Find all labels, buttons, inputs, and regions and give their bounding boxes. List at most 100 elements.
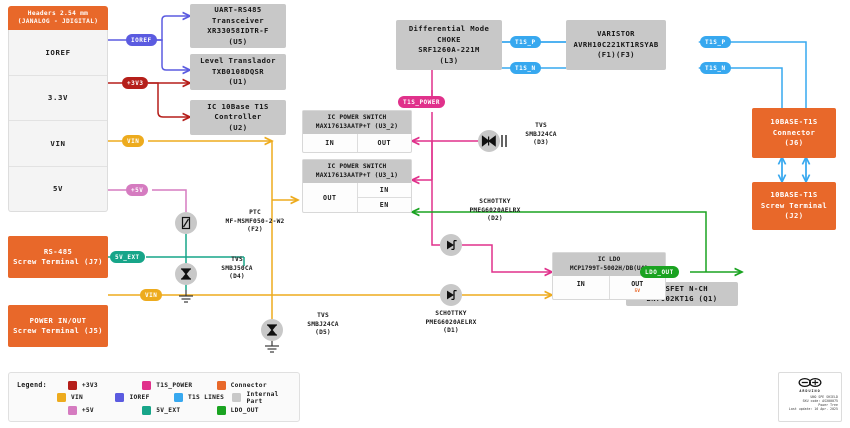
net-pill-vin-j5: VIN xyxy=(140,289,163,301)
d2-line2: PMEG6020AELRX xyxy=(469,206,521,214)
info-line-updated: Last update: 16 Apr. 2025 xyxy=(788,407,838,412)
legend-swatch-5v-ext xyxy=(142,405,152,415)
f2-line1: PTC xyxy=(249,209,261,216)
legend-label-connector: Connector xyxy=(230,381,267,389)
legend-item-vin: VIN xyxy=(56,393,116,403)
legend-label-t1s-lines: T1S LINES xyxy=(187,394,225,402)
u3-1-title-line2: MAX17613AATP+T (U3_1) xyxy=(315,171,399,179)
info-line-product: UNO SPE SHIELD xyxy=(810,394,838,399)
legend-row-3: +5V 5V_EXT LDO_OUT xyxy=(17,404,291,417)
d3-terminal-icon xyxy=(501,135,507,147)
varistor-line2: AVRH10C221KT1RSYAB xyxy=(573,39,659,49)
u3-2-pins: IN OUT xyxy=(303,134,412,153)
choke-line1: Differential Mode xyxy=(408,24,490,33)
j7-line2: Screw Terminal (J7) xyxy=(13,257,103,266)
legend-item-3v3: +3V3 xyxy=(67,380,142,390)
block-varistor: VARISTOR AVRH10C221KT1RSYAB (F1)(F3) xyxy=(566,20,666,70)
block-differential-mode-choke: Differential Mode CHOKE SRF1260A-221M (L… xyxy=(396,20,502,70)
legend-item-ioref: IOREF xyxy=(115,393,174,403)
legend-label-ioref: IOREF xyxy=(129,394,150,402)
uart-line2: Transceiver xyxy=(212,15,264,25)
legend-label-vin: VIN xyxy=(70,394,84,402)
mosfet-line2: 2N7002KT1G (Q1) xyxy=(646,294,718,303)
tvs-diode-d3-icon xyxy=(478,130,500,152)
d1-line2: PMEG6020AELRX xyxy=(425,318,477,326)
u3-2-title-line2: MAX17613AATP+T (U3_2) xyxy=(315,122,399,130)
controller-ref: (U2) xyxy=(228,122,248,132)
u3-1-pin-out: OUT xyxy=(323,193,337,202)
legend-item-5v-ext: 5V_EXT xyxy=(142,405,216,415)
j5-line1: POWER IN/OUT xyxy=(29,315,87,325)
u3-1-pins: OUT IN EN xyxy=(303,183,411,213)
d4-ref: (D4) xyxy=(229,273,245,281)
ldo-title-line2: MCP1799T-5002H/DB(U4) xyxy=(569,264,649,272)
choke-line2: CHOKE xyxy=(437,34,461,44)
u3-2-pin-out: OUT xyxy=(356,134,412,153)
u3-2-title: IC POWER SWITCH MAX17613AATP+T (U3_2) xyxy=(303,111,411,135)
ldo-pins: IN OUT 5V xyxy=(553,276,666,300)
u3-1-title: IC POWER SWITCH MAX17613AATP+T (U3_1) xyxy=(303,160,411,184)
level-line1: Level Translador xyxy=(200,56,276,66)
d2-ref: (D2) xyxy=(487,215,503,223)
header-row-ioref: IOREF xyxy=(9,30,107,76)
net-pill-t1s-power: T1S_POWER xyxy=(398,96,446,108)
power-switch-u3-1: IC POWER SWITCH MAX17613AATP+T (U3_1) OU… xyxy=(302,159,412,214)
ptc-f2-label: PTC MF-MSMF050-2-W2 (F2) xyxy=(200,209,310,235)
tvs-diode-d4-icon xyxy=(175,263,197,285)
header-row-5v: 5V xyxy=(52,184,64,194)
connector-10base-t1s-j6: 10BASE-T1S Connector (J6) xyxy=(752,108,836,158)
legend-swatch-ioref xyxy=(115,393,125,403)
d4-line1: TVS xyxy=(231,256,243,263)
tvs-diode-d5-icon xyxy=(261,319,283,341)
legend-swatch-t1s-power xyxy=(142,380,152,390)
header-row-vin: VIN xyxy=(9,121,107,167)
legend-label-3v3: +3V3 xyxy=(81,381,98,389)
uart-line3: XR33058IDTR-F xyxy=(207,26,269,35)
j2-line2: Screw Terminal xyxy=(760,200,828,210)
net-pill-vin-header: VIN xyxy=(122,135,145,147)
headers-title: Headers 2.54 mm (JANALOG - JDIGITAL) xyxy=(8,6,108,30)
legend-row-2: VIN IOREF T1S LINES Internal Part xyxy=(17,390,291,405)
block-t1s-controller: IC 10Base T1S Controller (U2) xyxy=(190,100,286,135)
level-ref: (U1) xyxy=(228,77,248,87)
tvs-d3-label: TVS SMBJ24CA (D3) xyxy=(506,122,576,148)
headers-block: Headers 2.54 mm (JANALOG - JDIGITAL) IOR… xyxy=(8,6,108,212)
level-line2: TXB0108DQSR xyxy=(212,66,264,76)
d1-line1: SCHOTTKY xyxy=(435,310,467,317)
arduino-logo-icon xyxy=(798,377,822,388)
ldo-pin-out-voltage: 5V xyxy=(634,289,641,295)
d2-line1: SCHOTTKY xyxy=(479,198,511,205)
legend-item-5v: +5V xyxy=(67,405,142,415)
schottky-diode-d2-icon xyxy=(440,234,462,256)
u3-1-pin-en: EN xyxy=(379,201,389,210)
d4-line2: SMBJ50CA xyxy=(221,264,253,272)
j5-line2: Screw Terminal (J5) xyxy=(13,326,103,335)
headers-title-line1: Headers 2.54 mm xyxy=(27,9,89,17)
ldo-title-line1: IC LDO xyxy=(597,256,621,263)
legend: Legend: +3V3 T1S_POWER Connector VIN xyxy=(8,372,300,422)
f2-line2: MF-MSMF050-2-W2 xyxy=(225,217,285,225)
schottky-d2-label: SCHOTTKY PMEG6020AELRX (D2) xyxy=(440,198,550,224)
legend-item-t1s-power: T1S_POWER xyxy=(142,380,216,390)
title-block-lines: UNO SPE SHIELD SKU code: ASX00075 Power … xyxy=(779,395,841,412)
info-line-doc-type: Power Tree xyxy=(818,403,838,408)
d5-ref: (D5) xyxy=(315,329,331,337)
legend-swatch-vin xyxy=(56,393,66,403)
legend-swatch-3v3 xyxy=(67,380,77,390)
legend-label-internal-part: Internal Part xyxy=(246,390,279,405)
d5-line2: SMBJ24CA xyxy=(307,320,339,328)
net-pill-t1s-n-right: T1S_N xyxy=(700,62,731,74)
u3-1-pin-stack: IN EN xyxy=(356,183,411,213)
varistor-ref: (F1)(F3) xyxy=(597,50,635,60)
legend-title: Legend: xyxy=(17,381,47,390)
legend-swatch-connector xyxy=(216,380,226,390)
j6-ref: (J6) xyxy=(784,138,804,148)
f2-ref: (F2) xyxy=(247,226,263,234)
ldo-pin-out: OUT 5V xyxy=(608,276,666,300)
choke-ref: (L3) xyxy=(439,55,459,65)
legend-item-t1s-lines: T1S LINES xyxy=(173,393,233,403)
ldo-pin-out-label: OUT xyxy=(631,280,644,289)
net-pill-t1s-n-left: T1S_N xyxy=(510,62,541,74)
net-pill-ldo-out: LDO_OUT xyxy=(640,266,679,278)
